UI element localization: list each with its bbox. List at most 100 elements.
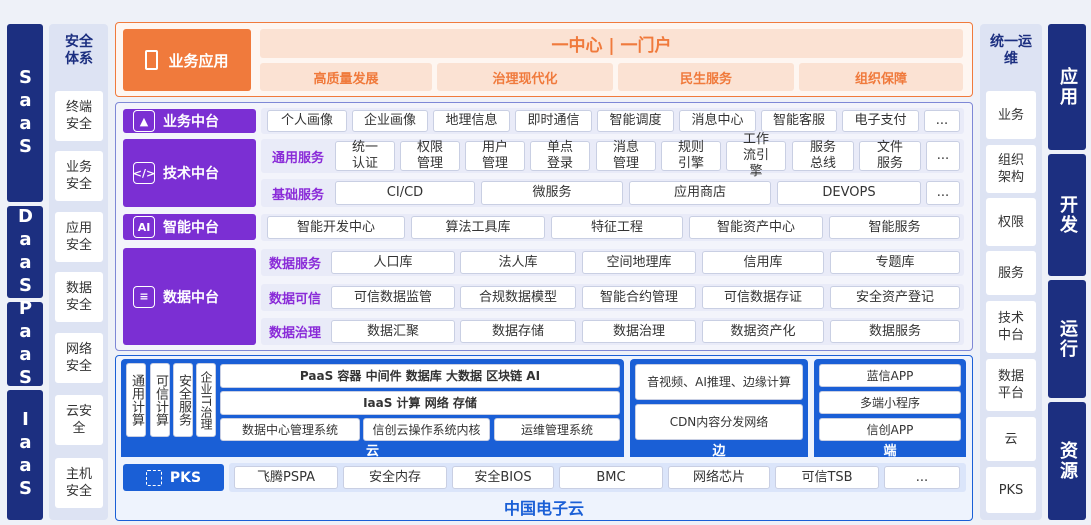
data-row-item: 可信数据存证 (702, 286, 824, 309)
tech-general-item: 工作流引擎 (726, 132, 786, 179)
ai-item: 智能资产中心 (689, 216, 823, 239)
data-row-label: 数据治理 (268, 326, 321, 341)
right-label-dev (1048, 154, 1086, 276)
biz-item: 消息中心 (679, 110, 756, 132)
data-row-item: 可信数据监管 (331, 286, 455, 309)
biz-item: 电子支付 (842, 110, 919, 132)
security-item: 主机安全 (55, 458, 103, 508)
biz-item: 个人画像 (267, 110, 347, 132)
biz-item: 即时通信 (515, 110, 592, 132)
pks-item: 飞腾PSPA (234, 466, 338, 489)
layer-iaas-label: IaaS (15, 409, 36, 501)
biz-label-box: ▲业务中台 (123, 109, 256, 133)
data-row-item: 合规数据模型 (460, 286, 576, 309)
code-icon: </> (133, 162, 155, 184)
ops-item: 技术中台 (986, 301, 1036, 353)
pks-item: 网络芯片 (668, 466, 770, 489)
tech-general-item: 文件服务 (859, 140, 921, 171)
tech-general-item: 用户管理 (465, 140, 525, 171)
security-item: 云安全 (55, 395, 103, 445)
tech-general-item: 消息管理 (596, 140, 656, 171)
tech-general-item: ... (926, 141, 960, 171)
ops-item: 数据平台 (986, 359, 1036, 411)
ops-item: 服务 (986, 251, 1036, 295)
pks-item: ... (884, 466, 960, 489)
tech-base-item: 应用商店 (629, 181, 771, 205)
pks-item: 安全BIOS (452, 466, 554, 489)
tech-general-item: 权限管理 (400, 140, 460, 171)
layer-saas (7, 24, 43, 202)
data-row-item: 数据汇聚 (331, 320, 455, 343)
app-item: 高质量发展 (260, 63, 432, 91)
tech-base-label: 基础服务 (271, 187, 324, 203)
layer-paas-label: PaaS (15, 298, 36, 390)
tech-base-item: 微服务 (481, 181, 623, 205)
ops-item: PKS (986, 467, 1036, 513)
cloud-vertical-item: 企业IT治理 (196, 363, 216, 437)
layer-daas (7, 206, 43, 298)
biz-label: 业务中台 (163, 114, 219, 130)
app-item: 组织保障 (799, 63, 963, 91)
data-row-label: 数据可信 (268, 292, 321, 307)
pks-item: BMC (559, 466, 663, 489)
app-banner: 一中心 | 一门户 (260, 29, 963, 58)
data-row-item: 法人库 (460, 251, 576, 274)
layer-paas (7, 302, 43, 386)
app-item: 民生服务 (618, 63, 794, 91)
cloud-label: 云 (121, 442, 624, 459)
cloud-paas: PaaS 容器 中间件 数据库 大数据 区块链 AI (220, 364, 620, 388)
ops-item: 权限 (986, 198, 1036, 246)
tech-general-item: 统一认证 (335, 140, 395, 171)
layer-saas-label: SaaS (15, 67, 36, 159)
end-label: 端 (814, 442, 966, 459)
pks-label-box: PKS (123, 464, 224, 491)
layer-daas-label: DaaS (15, 206, 36, 298)
end-item: 多端小程序 (819, 391, 961, 414)
edge-item: CDN内容分发网络 (635, 404, 803, 440)
tech-general-item: 单点登录 (530, 140, 590, 171)
right-label-app (1048, 24, 1086, 150)
biz-item: 智能调度 (597, 110, 674, 132)
right-label-dev-text: 开发 (1057, 195, 1078, 235)
footer-title: 中国电子云 (503, 499, 584, 518)
data-row-item: 智能合约管理 (582, 286, 696, 309)
cloud-vertical-item: 可信计算 (150, 363, 170, 437)
data-label: 数据中台 (163, 289, 219, 306)
right-label-res (1048, 402, 1086, 520)
pks-label: PKS (169, 469, 202, 486)
security-item: 终端安全 (55, 91, 103, 141)
ai-icon: AI (133, 216, 155, 238)
layer-iaas (7, 390, 43, 520)
data-row-item: 人口库 (331, 251, 455, 274)
tech-base-item: CI/CD (335, 181, 475, 205)
security-item: 业务安全 (55, 151, 103, 201)
data-row-item: 数据资产化 (702, 320, 824, 343)
edge-item: 音视频、AI推理、边缘计算 (635, 364, 803, 400)
biz-item: ... (924, 110, 960, 132)
data-row-item: 数据服务 (830, 320, 960, 343)
cloud-vertical-item: 通用计算 (126, 363, 146, 437)
phone-icon (145, 50, 159, 70)
data-label-box: ≡ 数据中台 (123, 248, 256, 345)
tech-general-item: 服务总线 (792, 140, 854, 171)
end-item: 蓝信APP (819, 364, 961, 387)
right-label-app-text: 应用 (1057, 67, 1078, 107)
database-icon: ≡ (133, 285, 155, 308)
ai-item: 智能开发中心 (267, 216, 405, 239)
biz-item: 智能客服 (761, 110, 837, 132)
data-row-item: 安全资产登记 (830, 286, 960, 309)
tech-general-label: 通用服务 (271, 150, 324, 166)
cloud-vertical-item: 安全服务 (173, 363, 193, 437)
data-row-item: 信用库 (702, 251, 824, 274)
app-label-box: 业务应用 (123, 29, 251, 91)
cloud-mgmt-item: 数据中心管理系统 (220, 418, 360, 441)
end-item: 信创APP (819, 418, 961, 441)
tech-general-item: 规则引擎 (661, 140, 721, 171)
ai-item: 特征工程 (551, 216, 683, 239)
security-title: 安全体系 (65, 34, 93, 67)
data-row-label: 数据服务 (268, 257, 321, 272)
tech-label-box: </>技术中台 (123, 139, 256, 207)
data-row-item: 空间地理库 (582, 251, 696, 274)
ai-label: 智能中台 (163, 220, 219, 236)
data-row-item: 数据治理 (582, 320, 696, 343)
